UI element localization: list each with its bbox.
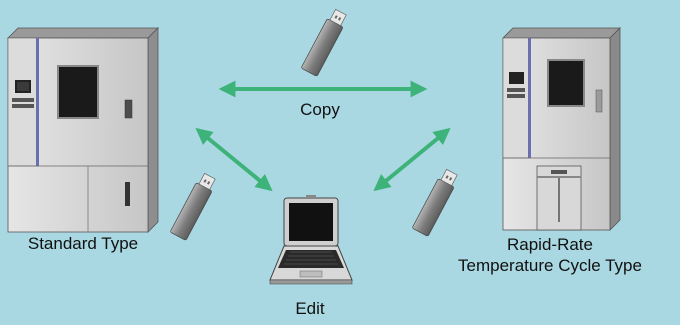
double-arrow-icon	[195, 127, 273, 192]
chamber-standard-icon	[7, 27, 159, 233]
rapid-rate-label-line2: Temperature Cycle Type	[458, 256, 642, 275]
rapid-rate-label: Rapid-Rate Temperature Cycle Type	[425, 234, 675, 276]
rapid-rate-label-line1: Rapid-Rate	[507, 235, 593, 254]
laptop-icon	[269, 195, 353, 285]
standard-type-label: Standard Type	[27, 234, 139, 253]
usb-stick-icon	[301, 8, 347, 77]
copy-label: Copy	[300, 100, 340, 119]
usb-stick-icon	[412, 168, 458, 237]
edit-label: Edit	[295, 299, 325, 318]
double-arrow-icon	[373, 127, 451, 192]
chamber-rapid-rate-icon	[502, 27, 621, 231]
usb-stick-icon	[170, 172, 216, 241]
